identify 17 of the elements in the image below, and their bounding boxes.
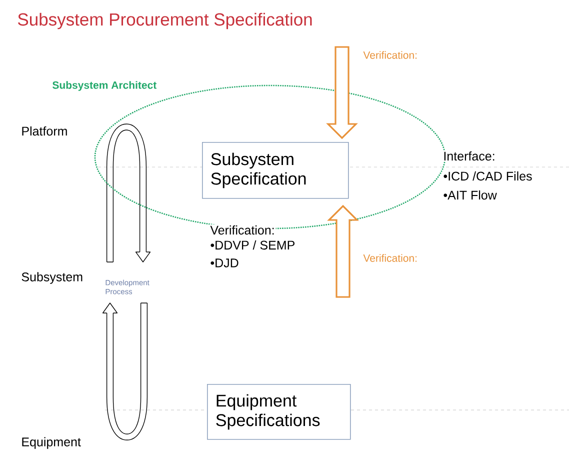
block-arrow xyxy=(326,46,358,140)
group-heading: Subsystem Architect xyxy=(52,81,156,91)
label: •AIT Flow xyxy=(442,189,498,201)
title: Subsystem Procurement Specification xyxy=(18,12,312,30)
label: Verification: xyxy=(209,224,276,236)
label: •ICD /CAD Files xyxy=(442,170,534,182)
label: Equipment xyxy=(20,436,82,450)
block-arrow xyxy=(327,204,359,298)
edge-label: Verification: xyxy=(363,51,417,59)
label: Subsystem xyxy=(20,271,84,285)
label: •DJD xyxy=(209,258,240,268)
label: Platform xyxy=(20,125,69,137)
label: Interface: xyxy=(442,150,496,162)
spec-box: Equipment Specifications xyxy=(207,384,351,440)
label: •DDVP / SEMP xyxy=(209,239,296,251)
spec-box: Subsystem Specification xyxy=(202,142,349,199)
edge-label: Verification: xyxy=(363,254,417,262)
